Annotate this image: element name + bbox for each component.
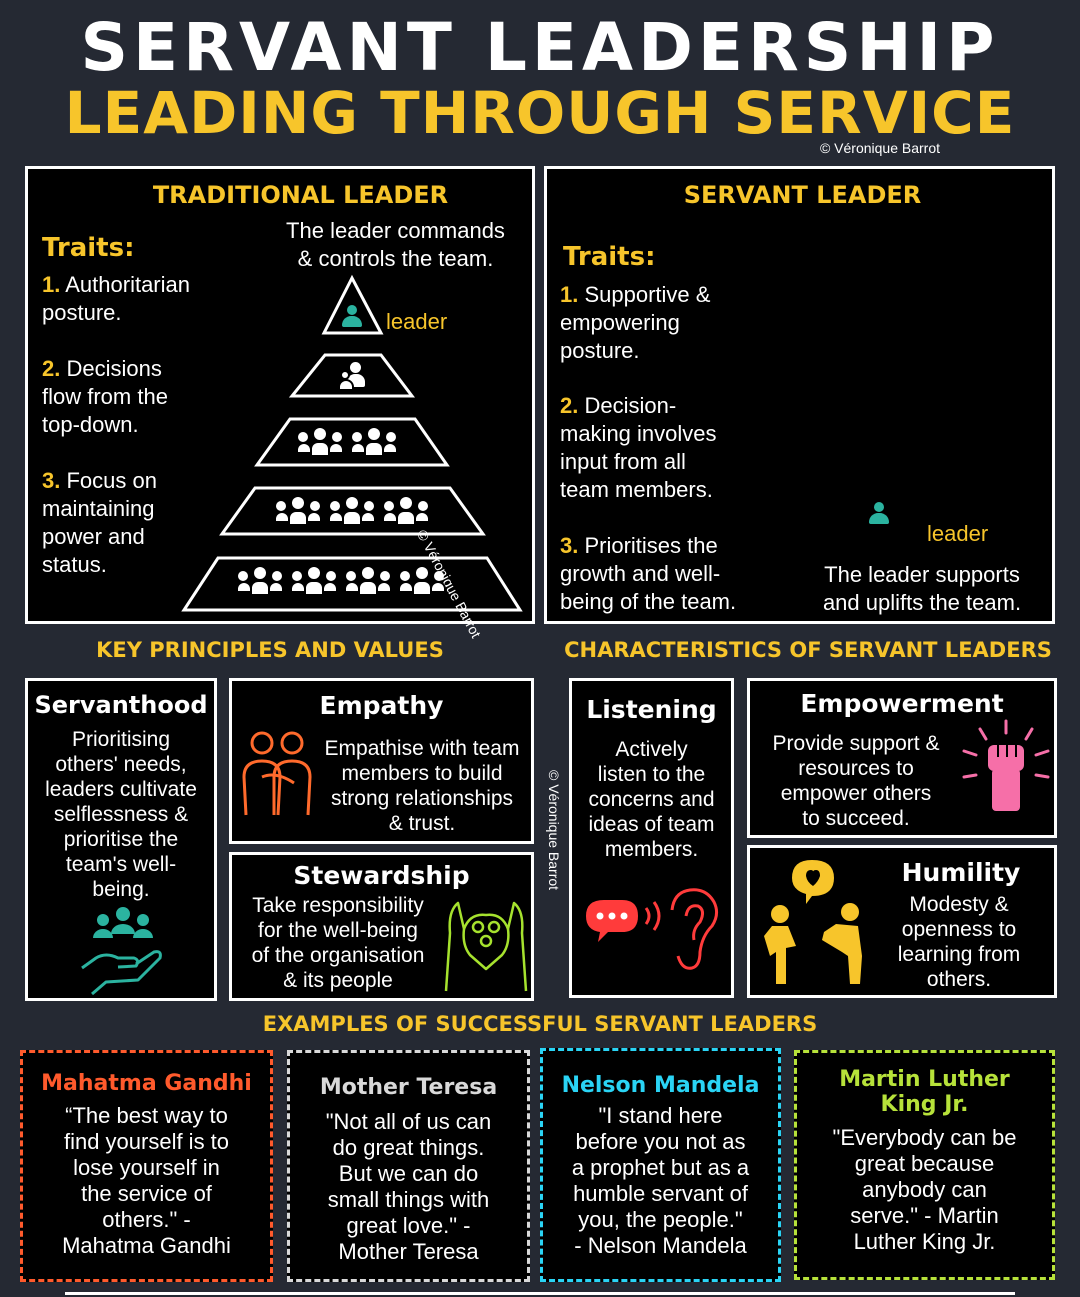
example-card-gandhi: Mahatma Gandhi “The best way to find you… [20, 1050, 273, 1282]
people-group-icon [344, 566, 392, 596]
servant-trait-2: 2. Decision- making involves input from … [560, 393, 717, 502]
leader-person-icon [342, 305, 362, 327]
traditional-leader-label: leader [386, 309, 448, 334]
example-name: Martin Luther [839, 1067, 1010, 1092]
page-subtitle: LEADING THROUGH SERVICE [64, 79, 1016, 147]
servant-caption: The leader supports and uplifts the team… [822, 562, 1022, 615]
empowerment-title: Empowerment [800, 689, 1004, 718]
empowerment-card: Empowerment Provide support & resources … [747, 678, 1057, 838]
traditional-traits-label: Traits: [42, 233, 135, 263]
servant-leader-person-icon [869, 502, 889, 524]
example-card-mandela: Nelson Mandela "I stand here before you … [540, 1048, 781, 1282]
servant-trait-1: 1. Supportive & empowering posture. [560, 282, 711, 363]
servant-leader-panel: SERVANT LEADER Traits: 1. Supportive & e… [544, 166, 1055, 624]
example-name-line2: King Jr. [880, 1092, 969, 1117]
people-pair-icon [338, 362, 366, 392]
people-group-icon [236, 566, 284, 596]
hand-people-icon [81, 907, 162, 996]
servant-traits-label: Traits: [563, 242, 656, 272]
examples-heading: EXAMPLES OF SUCCESSFUL SERVANT LEADERS [262, 1012, 818, 1036]
example-card-teresa: Mother Teresa "Not all of us can do grea… [287, 1050, 530, 1282]
traditional-trait-3: 3. Focus on maintaining power and status… [42, 468, 157, 577]
example-card-mlk: Martin Luther King Jr. "Everybody can be… [794, 1050, 1055, 1280]
empathy-title: Empathy [319, 691, 444, 720]
copyright: © Véronique Barrot [819, 140, 940, 156]
traditional-trait-1: 1. Authoritarian posture. [42, 272, 190, 325]
traditional-leader-panel: TRADITIONAL LEADER Traits: The leader co… [25, 166, 535, 641]
servant-leader-label: leader [927, 521, 989, 546]
traditional-trait-2: 2. Decisions flow from the top-down. [42, 356, 168, 437]
ear-listening-icon [586, 888, 719, 970]
example-name: Mother Teresa [319, 1075, 498, 1100]
bottom-rule [65, 1292, 1015, 1295]
characteristics-watermark: © Véronique Barrot [546, 770, 562, 891]
traditional-heading: TRADITIONAL LEADER [152, 181, 449, 209]
hands-heart-icon [444, 901, 528, 992]
empathy-card: Empathy Empathise with team members to b… [229, 678, 534, 844]
people-group-icon [290, 566, 338, 596]
people-group-icon [382, 496, 430, 526]
humility-people-icon [764, 860, 862, 984]
principles-heading: KEY PRINCIPLES AND VALUES [96, 638, 444, 662]
hug-icon [242, 731, 312, 816]
humility-title: Humility [901, 858, 1021, 887]
example-name: Nelson Mandela [561, 1073, 760, 1098]
listening-title: Listening [586, 695, 717, 724]
servant-trait-3: 3. Prioritises the growth and well- bein… [560, 533, 737, 614]
stewardship-title: Stewardship [293, 861, 470, 890]
servanthood-card: Servanthood Prioritising others' needs, … [25, 678, 217, 1001]
people-group-icon [328, 496, 376, 526]
example-name: Mahatma Gandhi [41, 1071, 252, 1096]
people-group-icon [296, 427, 344, 457]
servant-heading: SERVANT LEADER [683, 181, 922, 209]
stewardship-card: Stewardship Take responsibility for the … [229, 852, 534, 1001]
characteristics-heading: CHARACTERISTICS OF SERVANT LEADERS [564, 638, 1052, 662]
listening-card: Listening Actively listen to the concern… [569, 678, 734, 998]
page-title: SERVANT LEADERSHIP [80, 9, 1000, 86]
people-group-icon [398, 566, 446, 596]
people-group-icon [274, 496, 322, 526]
raised-fist-icon [962, 719, 1050, 811]
humility-card: Humility Modesty & openness to learning … [747, 845, 1057, 998]
servanthood-title: Servanthood [34, 691, 208, 719]
people-group-icon [350, 427, 398, 457]
traditional-caption: The leader commands & controls the team. [286, 218, 505, 271]
